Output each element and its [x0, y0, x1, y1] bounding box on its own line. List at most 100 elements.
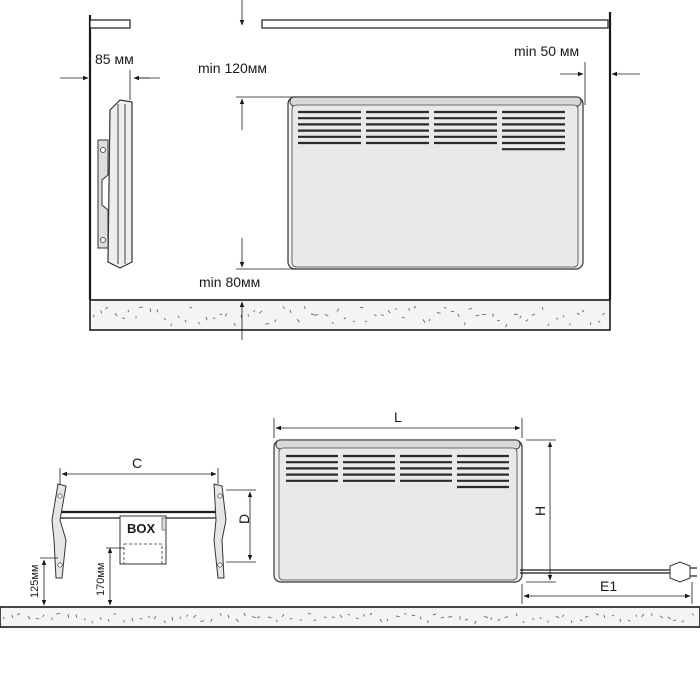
- floor-speck: [581, 309, 585, 313]
- floor-speck: [233, 322, 236, 326]
- floor-speck: [282, 306, 285, 309]
- floor-speck: [525, 319, 529, 322]
- floor-speck: [522, 620, 525, 624]
- floor-speck: [603, 614, 606, 619]
- floor-speck: [149, 308, 152, 313]
- dimension-bracket-floor: 125мм: [29, 557, 58, 606]
- floor-speck: [243, 612, 246, 617]
- floor-speck: [436, 312, 441, 314]
- floor-speck: [601, 313, 606, 315]
- floor-speck: [331, 616, 335, 618]
- floor-speck: [584, 615, 589, 618]
- floor-speck: [274, 319, 277, 323]
- bottom-gap-label: min 80мм: [199, 274, 260, 290]
- floor-speck: [324, 314, 329, 317]
- floor-speck: [210, 618, 213, 622]
- floor-speck: [561, 614, 565, 618]
- floor-speck: [483, 616, 488, 618]
- floor-speck: [289, 309, 292, 314]
- floor-speck: [555, 615, 559, 619]
- front-grille-large: [286, 454, 509, 489]
- floor-speck: [35, 617, 40, 620]
- floor-speck: [275, 619, 278, 622]
- floor-speck: [387, 309, 391, 314]
- floor-speck: [379, 618, 383, 623]
- floor-speck: [422, 319, 426, 323]
- dimension-bottom-gap: min 80мм: [199, 238, 296, 340]
- floor-speck: [562, 315, 565, 318]
- floor-speck: [289, 617, 293, 620]
- dimension-d-label: D: [236, 514, 252, 524]
- electrical-box: BOX: [119, 515, 167, 565]
- floor-speck: [352, 320, 355, 323]
- floor-speck: [336, 308, 340, 312]
- dimension-e1-label: E1: [600, 578, 617, 594]
- heater-front-view: [287, 96, 584, 270]
- floor-speck: [240, 314, 243, 319]
- floor-speck: [163, 317, 166, 321]
- floor-speck: [432, 613, 437, 616]
- floor-speck: [265, 323, 270, 325]
- dimension-box-height: 170мм: [95, 547, 124, 606]
- floor-speck: [212, 317, 216, 320]
- floor-speck: [205, 316, 208, 321]
- floor-speck: [163, 620, 166, 624]
- floor-speck: [42, 614, 45, 618]
- floor-speck: [296, 319, 300, 323]
- floor-speck: [177, 315, 180, 319]
- floor-speck: [83, 618, 86, 621]
- floor-speck: [131, 617, 134, 622]
- floor-speck: [490, 617, 493, 621]
- floor-speck: [641, 613, 645, 618]
- floor-speck: [235, 618, 239, 623]
- heater-side-view: [97, 99, 133, 269]
- dimension-c-label: C: [132, 455, 142, 471]
- floor-speck: [189, 307, 193, 309]
- floor-speck: [56, 613, 61, 615]
- dimension-top-gap: min 120мм: [198, 0, 296, 130]
- floor-speck: [394, 308, 397, 310]
- floor-speck: [395, 615, 400, 618]
- dimension-h-label: H: [532, 506, 548, 516]
- dimension-d: D: [226, 489, 256, 563]
- floor-speck: [313, 619, 317, 622]
- room-wall: [88, 12, 612, 300]
- floor-speck: [184, 319, 187, 323]
- floor-speck: [589, 322, 592, 326]
- floor-speck: [310, 313, 315, 316]
- floor-speck: [419, 616, 422, 620]
- floor-speck: [258, 310, 263, 314]
- floor-speck: [16, 613, 21, 616]
- box-height-label: 170мм: [95, 563, 107, 596]
- floor-speck: [513, 313, 518, 316]
- floor-speck: [299, 619, 302, 622]
- floor-speck: [597, 320, 601, 323]
- floor-speck: [104, 307, 109, 309]
- floor-speck: [200, 620, 205, 622]
- floor-speck: [347, 613, 350, 616]
- dimension-l-label: L: [394, 409, 402, 425]
- floor-speck: [428, 318, 431, 322]
- floor-speck: [386, 618, 389, 622]
- floor-speck: [121, 317, 126, 319]
- top-view: 85 мм min 120мм min 50 мм min 80мм: [60, 0, 640, 340]
- floor-speck: [627, 619, 631, 622]
- floor-speck: [139, 306, 144, 309]
- floor-speck: [531, 618, 535, 620]
- floor-speck: [443, 307, 447, 309]
- floor-speck: [555, 317, 559, 320]
- floor-speck: [667, 616, 671, 620]
- dimension-side-gap: 85 мм: [60, 51, 160, 100]
- floor-speck: [364, 320, 368, 323]
- bottom-floor: [0, 606, 700, 628]
- bracket-floor-label: 125мм: [29, 565, 41, 598]
- floor-speck: [440, 616, 445, 619]
- floor-speck: [100, 310, 102, 314]
- floor-speck: [541, 306, 544, 310]
- floor-speck: [355, 617, 359, 620]
- floor-speck: [496, 319, 501, 322]
- floor-speck: [67, 613, 70, 618]
- floor-speck: [635, 614, 638, 617]
- floor-speck: [380, 314, 384, 316]
